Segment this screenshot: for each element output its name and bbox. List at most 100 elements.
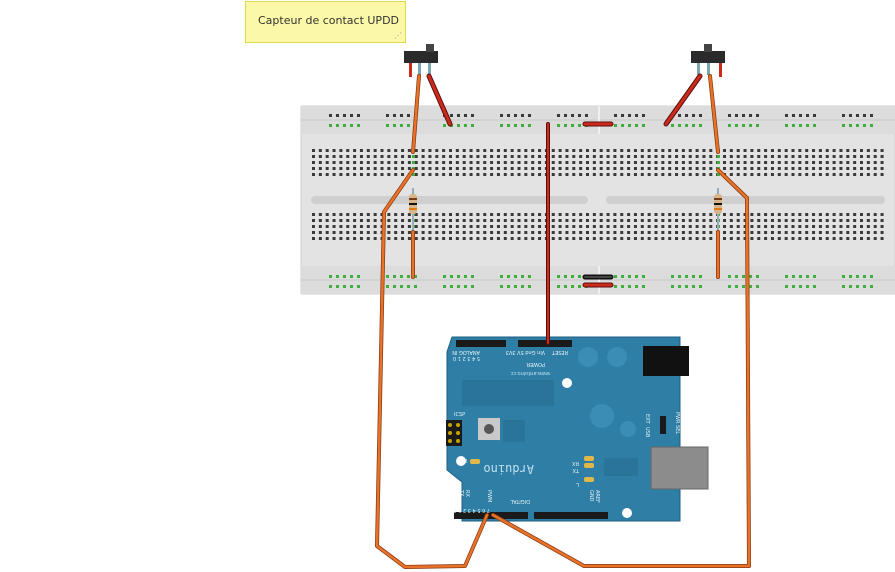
breadboard-hole[interactable] bbox=[743, 225, 747, 228]
breadboard-hole[interactable] bbox=[471, 114, 474, 117]
breadboard-hole-connected[interactable] bbox=[870, 285, 873, 288]
breadboard-hole[interactable] bbox=[647, 231, 651, 234]
breadboard-hole[interactable] bbox=[839, 149, 843, 152]
breadboard-hole[interactable] bbox=[743, 155, 747, 158]
breadboard-hole[interactable] bbox=[503, 167, 507, 170]
breadboard-hole[interactable] bbox=[681, 231, 685, 234]
breadboard-hole[interactable] bbox=[455, 237, 459, 240]
breadboard-hole[interactable] bbox=[346, 225, 350, 228]
breadboard-hole[interactable] bbox=[873, 161, 877, 164]
breadboard-hole[interactable] bbox=[565, 225, 569, 228]
breadboard-hole[interactable] bbox=[777, 173, 781, 176]
breadboard-hole-connected[interactable] bbox=[849, 285, 852, 288]
breadboard-hole-connected[interactable] bbox=[728, 275, 731, 278]
breadboard-hole[interactable] bbox=[777, 161, 781, 164]
breadboard-hole[interactable] bbox=[572, 213, 576, 216]
breadboard-hole[interactable] bbox=[812, 225, 816, 228]
breadboard-hole[interactable] bbox=[490, 231, 494, 234]
breadboard-hole[interactable] bbox=[743, 173, 747, 176]
breadboard-hole[interactable] bbox=[462, 161, 466, 164]
breadboard-hole-connected[interactable] bbox=[464, 285, 467, 288]
breadboard-hole[interactable] bbox=[572, 225, 576, 228]
breadboard-hole[interactable] bbox=[825, 149, 829, 152]
breadboard-hole[interactable] bbox=[490, 173, 494, 176]
breadboard-hole-connected[interactable] bbox=[386, 285, 389, 288]
breadboard-hole[interactable] bbox=[743, 167, 747, 170]
breadboard-hole-connected[interactable] bbox=[393, 285, 396, 288]
breadboard-hole[interactable] bbox=[729, 219, 733, 222]
breadboard-hole[interactable] bbox=[846, 167, 850, 170]
breadboard-hole[interactable] bbox=[579, 173, 583, 176]
breadboard-hole-connected[interactable] bbox=[735, 124, 738, 127]
breadboard-hole[interactable] bbox=[695, 167, 699, 170]
breadboard-hole[interactable] bbox=[336, 114, 339, 117]
breadboard-hole[interactable] bbox=[723, 231, 726, 234]
breadboard-hole-connected[interactable] bbox=[856, 285, 859, 288]
breadboard-hole[interactable] bbox=[620, 219, 624, 222]
breadboard-hole[interactable] bbox=[642, 114, 645, 117]
breadboard-hole[interactable] bbox=[688, 219, 692, 222]
breadboard-hole[interactable] bbox=[805, 219, 809, 222]
breadboard-hole[interactable] bbox=[661, 167, 665, 170]
digital-header-high[interactable] bbox=[534, 512, 608, 519]
breadboard-hole[interactable] bbox=[839, 219, 843, 222]
breadboard-hole[interactable] bbox=[880, 149, 884, 152]
breadboard-hole-connected[interactable] bbox=[699, 124, 702, 127]
breadboard-hole[interactable] bbox=[839, 225, 843, 228]
breadboard-hole[interactable] bbox=[572, 155, 576, 158]
breadboard-hole[interactable] bbox=[791, 161, 795, 164]
breadboard-hole[interactable] bbox=[647, 173, 651, 176]
breadboard-hole[interactable] bbox=[503, 149, 507, 152]
breadboard-hole[interactable] bbox=[373, 167, 377, 170]
breadboard-hole[interactable] bbox=[435, 213, 439, 216]
breadboard-hole[interactable] bbox=[373, 149, 377, 152]
breadboard-hole-connected[interactable] bbox=[728, 124, 731, 127]
breadboard-hole-connected[interactable] bbox=[514, 285, 517, 288]
breadboard-hole[interactable] bbox=[490, 237, 494, 240]
breadboard-hole[interactable] bbox=[709, 161, 713, 164]
breadboard-hole[interactable] bbox=[339, 161, 343, 164]
breadboard-hole[interactable] bbox=[743, 161, 747, 164]
breadboard-hole[interactable] bbox=[832, 237, 836, 240]
breadboard-hole[interactable] bbox=[832, 173, 836, 176]
breadboard-hole[interactable] bbox=[435, 167, 439, 170]
breadboard-hole[interactable] bbox=[880, 225, 884, 228]
breadboard-hole[interactable] bbox=[757, 225, 761, 228]
breadboard-hole-connected[interactable] bbox=[500, 124, 503, 127]
breadboard-hole[interactable] bbox=[393, 114, 396, 117]
breadboard-hole-connected[interactable] bbox=[635, 124, 638, 127]
breadboard-hole[interactable] bbox=[853, 161, 857, 164]
breadboard-hole[interactable] bbox=[880, 173, 884, 176]
breadboard-hole[interactable] bbox=[633, 213, 637, 216]
breadboard-hole[interactable] bbox=[531, 167, 535, 170]
breadboard-hole[interactable] bbox=[380, 149, 384, 152]
breadboard-hole[interactable] bbox=[777, 219, 781, 222]
breadboard-hole[interactable] bbox=[476, 231, 480, 234]
breadboard-hole[interactable] bbox=[866, 225, 870, 228]
breadboard-hole[interactable] bbox=[442, 231, 446, 234]
breadboard-hole[interactable] bbox=[764, 167, 768, 170]
breadboard-hole[interactable] bbox=[640, 213, 644, 216]
breadboard-hole[interactable] bbox=[476, 155, 480, 158]
breadboard-hole-connected[interactable] bbox=[507, 285, 510, 288]
breadboard-hole[interactable] bbox=[627, 219, 631, 222]
breadboard-hole-connected[interactable] bbox=[400, 275, 403, 278]
breadboard-hole[interactable] bbox=[531, 237, 535, 240]
breadboard-hole[interactable] bbox=[743, 149, 747, 152]
breadboard-hole[interactable] bbox=[668, 213, 672, 216]
breadboard-hole[interactable] bbox=[572, 237, 576, 240]
breadboard-hole[interactable] bbox=[572, 173, 576, 176]
breadboard-hole[interactable] bbox=[507, 114, 510, 117]
breadboard-hole[interactable] bbox=[723, 161, 726, 164]
breadboard-hole[interactable] bbox=[661, 213, 665, 216]
breadboard-hole[interactable] bbox=[586, 173, 589, 176]
breadboard-hole[interactable] bbox=[818, 231, 822, 234]
breadboard-hole[interactable] bbox=[681, 167, 685, 170]
breadboard-hole-connected[interactable] bbox=[742, 124, 745, 127]
breadboard-hole[interactable] bbox=[449, 161, 452, 164]
breadboard-hole[interactable] bbox=[387, 225, 391, 228]
breadboard-hole[interactable] bbox=[366, 155, 370, 158]
breadboard-hole-connected[interactable] bbox=[412, 173, 415, 176]
breadboard-hole[interactable] bbox=[709, 237, 713, 240]
breadboard-hole[interactable] bbox=[764, 237, 768, 240]
